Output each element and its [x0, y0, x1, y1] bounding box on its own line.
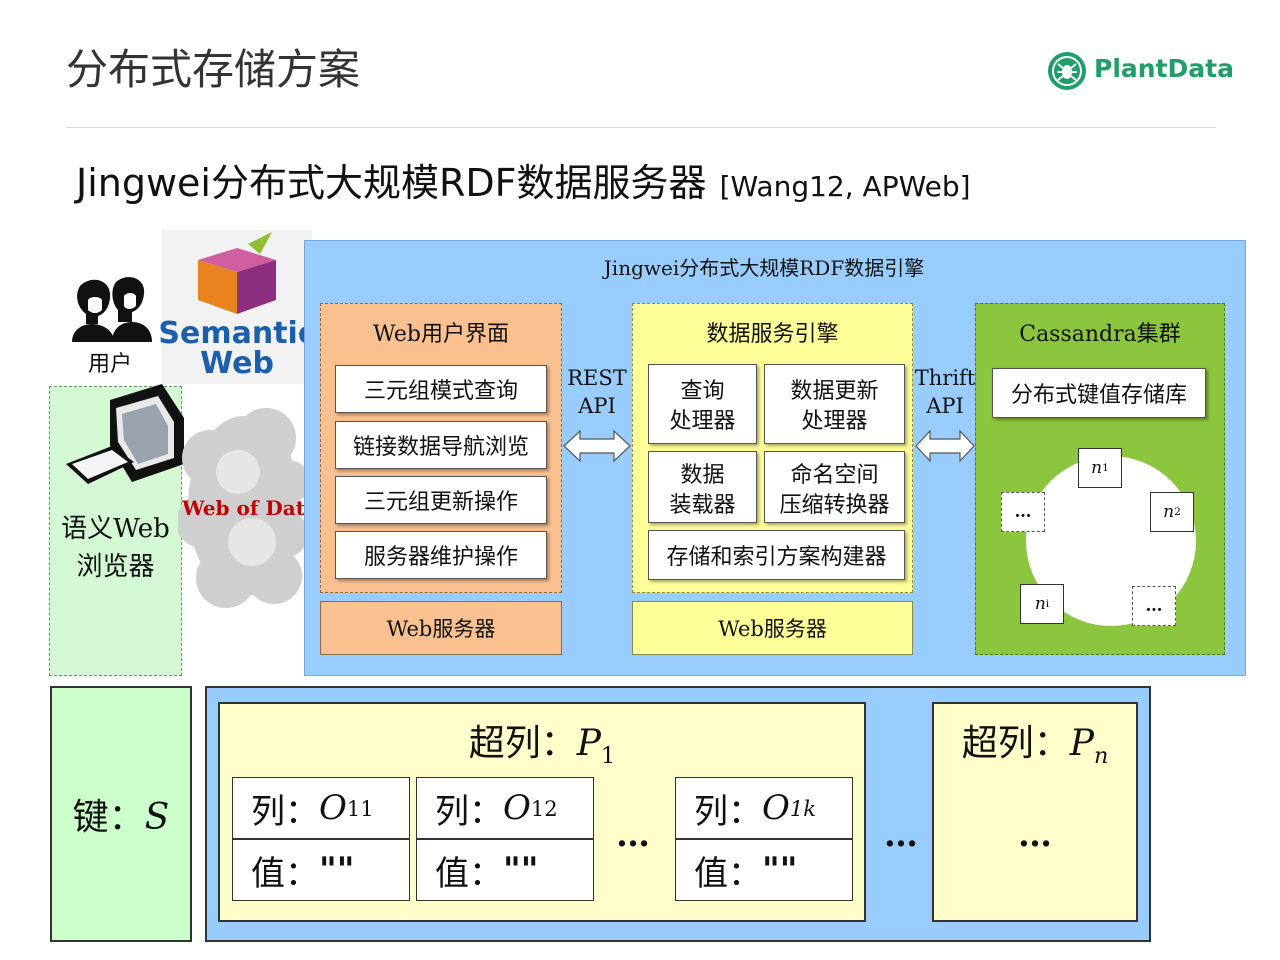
data-loader-box: 数据 装载器: [648, 451, 757, 523]
semantic-web-logo: Semantic Web: [158, 230, 316, 384]
slide-title: 分布式存储方案: [66, 45, 361, 94]
supercolumns-ellipsis: …: [884, 815, 918, 855]
data-service-server: Web服务器: [632, 601, 913, 655]
node-n1-sub: 1: [1102, 462, 1109, 474]
semantic-web-line2: Web: [200, 346, 274, 381]
header-divider: [66, 127, 1216, 128]
node-n2-var: n: [1163, 502, 1175, 522]
supercolumn-1-label: 超列：: [468, 723, 577, 764]
supercolumn-n-ellipsis: …: [1018, 815, 1052, 855]
index-builder-box: 存储和索引方案构建器: [648, 530, 905, 580]
column-1-sub: 11: [346, 795, 374, 821]
column-2-value-label: 值：: [435, 853, 503, 894]
column-1-value-label: 值：: [251, 853, 319, 894]
query-processor-line1: 查询: [680, 379, 725, 404]
supercolumn-1-var: P: [576, 723, 602, 764]
column-2-label: 列：: [435, 791, 503, 832]
web-ui-item-triple-query: 三元组模式查询: [335, 365, 547, 413]
supercolumn-1-sub: 1: [601, 742, 616, 769]
thrift-api-arrow-icon: [915, 429, 975, 463]
thrift-api-line1: Thrift: [914, 366, 976, 390]
user-label: 用户: [87, 352, 132, 377]
column-2-value-text: "": [503, 850, 539, 890]
supercolumn-n-label: 超列：: [961, 723, 1070, 764]
node-ni-sub: i: [1045, 598, 1050, 610]
column-k-label: 列：: [694, 791, 762, 832]
column-k-value-text: "": [762, 850, 798, 890]
engine-title: Jingwei分布式大规模RDF数据引擎: [603, 256, 925, 280]
web-of-data-label: Web of Data: [182, 496, 318, 520]
data-loader-line1: 数据: [680, 463, 725, 488]
browser-label-line2: 浏览器: [76, 552, 155, 582]
supercolumn-n-sub: n: [1093, 742, 1109, 769]
column-k-value: 值："": [675, 839, 853, 901]
rest-api-line2: API: [578, 394, 616, 418]
plantdata-logo-icon: [1048, 52, 1086, 90]
computer-icon: [66, 384, 190, 494]
node-n2-sub: 2: [1174, 506, 1181, 518]
key-var: S: [144, 797, 170, 838]
logo-text: PlantData: [1094, 54, 1234, 83]
kv-store-box: 分布式键值存储库: [992, 368, 1206, 418]
cloud-icon: [176, 402, 310, 612]
namespace-converter-line2: 压缩转换器: [779, 493, 890, 518]
data-loader-line2: 装载器: [669, 493, 736, 518]
web-ui-item-server-maintenance: 服务器维护操作: [335, 531, 547, 579]
column-2-var: O: [503, 788, 531, 828]
column-2-sub: 12: [530, 795, 558, 821]
column-1-var: O: [319, 788, 347, 828]
rest-api-line1: REST: [567, 366, 627, 390]
key-label: 键：: [72, 797, 145, 838]
node-n1-var: n: [1091, 458, 1103, 478]
web-ui-server: Web服务器: [320, 601, 562, 655]
web-ui-title: Web用户界面: [373, 322, 509, 347]
web-ui-item-linked-data-browse: 链接数据导航浏览: [335, 421, 547, 469]
thrift-api-line2: API: [926, 394, 964, 418]
column-1-label: 列：: [251, 791, 319, 832]
node-ni-var: n: [1034, 594, 1046, 614]
namespace-converter-line1: 命名空间: [790, 463, 879, 488]
browser-label-line1: 语义Web: [61, 514, 170, 544]
query-processor-box: 查询 处理器: [648, 364, 757, 444]
column-k-var: O: [762, 788, 790, 828]
data-service-title: 数据服务引擎: [706, 322, 839, 347]
column-1-value-text: "": [319, 850, 355, 890]
supercolumn-n-title: 超列：Pn: [932, 714, 1138, 769]
plantdata-logo: PlantData: [1046, 48, 1234, 94]
subtitle-citation: [Wang12, APWeb]: [719, 170, 971, 203]
update-processor-line1: 数据更新: [790, 379, 879, 404]
column-k-value-label: 值：: [694, 853, 762, 894]
update-processor-line2: 处理器: [801, 409, 868, 434]
cassandra-title: Cassandra集群: [1019, 322, 1181, 347]
key-panel: 键：S: [50, 686, 192, 942]
supercolumn-n: [932, 702, 1138, 922]
users-icon: [72, 270, 152, 350]
node-ellipsis-right: …: [1132, 586, 1176, 626]
supercolumn-n-var: P: [1069, 723, 1094, 764]
subtitle: Jingwei分布式大规模RDF数据服务器 [Wang12, APWeb]: [76, 152, 971, 207]
key-label-row: 键：S: [52, 788, 190, 840]
node-ellipsis-left: …: [1001, 492, 1045, 532]
query-processor-line2: 处理器: [669, 409, 736, 434]
semantic-web-line1: Semantic: [158, 316, 316, 351]
column-k-sub: 1k: [789, 795, 817, 821]
column-1-value: 值："": [232, 839, 410, 901]
rest-api-arrow-icon: [563, 429, 631, 463]
semantic-web-cube-icon: [198, 232, 276, 314]
columns-ellipsis: …: [616, 815, 650, 855]
update-processor-box: 数据更新 处理器: [764, 364, 905, 444]
namespace-converter-box: 命名空间 压缩转换器: [764, 451, 905, 523]
column-2-value: 值："": [416, 839, 594, 901]
web-ui-item-triple-update: 三元组更新操作: [335, 476, 547, 524]
supercolumn-1-title: 超列：P1: [218, 714, 866, 769]
subtitle-main: Jingwei分布式大规模RDF数据服务器: [76, 161, 707, 205]
